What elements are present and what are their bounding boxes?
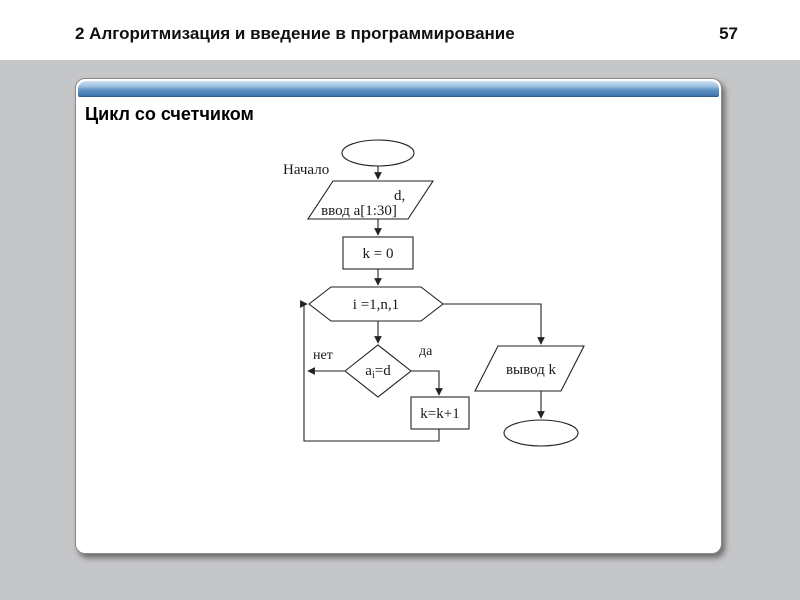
output-parallelogram	[474, 345, 585, 392]
loop-text: i =1,n,1	[353, 297, 399, 313]
end-terminator	[503, 419, 579, 447]
condition-rest: =d	[375, 363, 391, 379]
connector-increment-loopback	[300, 300, 440, 442]
input-parallelogram	[306, 180, 435, 220]
input-text-line2: ввод a[1:30]	[321, 203, 397, 219]
init-text: k = 0	[363, 246, 394, 262]
condition-base: a	[365, 363, 372, 379]
start-label: Начало	[283, 162, 329, 178]
page-header: 2 Алгоритмизация и введение в программир…	[0, 0, 800, 60]
slide-header-bar	[78, 81, 719, 97]
connector-loop-exit-to-output	[443, 303, 545, 345]
condition-subscript: i	[372, 370, 375, 381]
slide-title: Цикл со счетчиком	[85, 104, 254, 124]
init-rectangle	[342, 236, 414, 270]
no-branch-label: нет	[313, 348, 333, 363]
input-text-line1: d,	[394, 188, 405, 204]
condition-diamond	[344, 344, 412, 398]
page-title: 2 Алгоритмизация и введение в программир…	[75, 24, 515, 43]
increment-text: k=k+1	[420, 406, 459, 422]
connector-yes-to-increment	[411, 370, 443, 396]
increment-rectangle	[410, 396, 470, 430]
yes-branch-label: да	[419, 344, 433, 359]
slide: Цикл со счетчиком Начало d, ввод a[1:30]…	[75, 78, 722, 554]
loop-hexagon	[308, 286, 444, 322]
start-terminator	[341, 139, 415, 167]
flowchart: Начало d, ввод a[1:30] k = 0 i =1,n,1 ai…	[283, 139, 585, 447]
page-number: 57	[719, 24, 738, 43]
output-text: вывод k	[506, 362, 557, 378]
condition-text: ai=d	[365, 363, 391, 381]
